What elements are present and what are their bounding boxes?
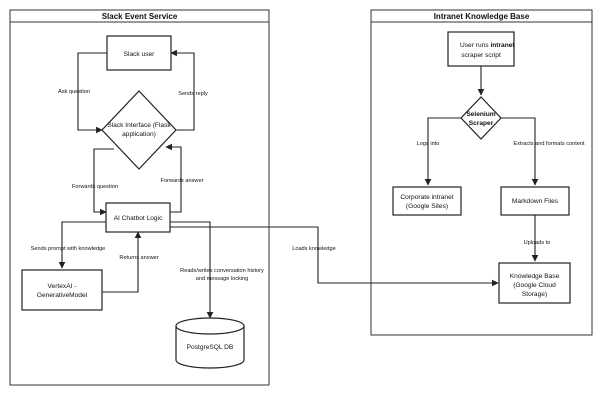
node-ai-chatbot-logic: AI Chatbot Logic (105, 202, 171, 233)
node-postgresql-db: PostgreSQL DB (175, 317, 245, 369)
slack-event-service-panel: Slack Event Service (9, 9, 270, 386)
edge-reads-writes (160, 221, 214, 319)
user-runs-bold-text: intranet (490, 42, 515, 49)
label-reads-writes-line2: and message locking (196, 276, 249, 282)
label-sends-prompt: Sends prompt with knowledge (31, 246, 106, 252)
edge-ask-question (77, 52, 107, 134)
node-selenium-scraper: Selenium Scraper (460, 96, 502, 140)
edge-returns-answer (102, 231, 142, 293)
vertexai-label-line1: VertexAI - (48, 283, 77, 290)
label-forwards-question: Forwards question (72, 184, 118, 190)
user-runs-label-line2: scraper script (461, 52, 501, 59)
edge-sends-reply (170, 49, 195, 131)
edge-forwards-answer (165, 143, 182, 213)
corporate-intranet-label-line2: (Google Sites) (406, 203, 448, 210)
chatbot-logic-label: AI Chatbot Logic (114, 215, 163, 222)
vertexai-label-line2: GenerativeModel (37, 292, 88, 299)
slack-panel-title: Slack Event Service (102, 12, 178, 21)
selenium-label-line2: Scraper (469, 120, 494, 127)
node-slack-user: Slack user (106, 35, 172, 71)
selenium-label-line1: Selenium (466, 111, 495, 118)
markdown-files-label: Markdown Files (512, 198, 559, 205)
slack-user-label: Slack user (124, 51, 156, 58)
label-extracts-formats: Extracts and formats content (513, 141, 585, 147)
label-reads-writes-line1: Reads/writes conversation history (180, 268, 264, 274)
edge-sends-prompt (58, 221, 106, 269)
knowledge-base-label-line3: Storage) (522, 291, 547, 298)
node-slack-interface: Slack Interface (Flask application) (101, 90, 177, 170)
label-returns-answer: Returns answer (119, 255, 158, 261)
node-vertexai: VertexAI - GenerativeModel (21, 269, 103, 311)
corporate-intranet-label-line1: Corporate intranet (400, 194, 453, 201)
intranet-panel-title: Intranet Knowledge Base (434, 12, 530, 21)
user-runs-label-line1: User runs intranet (460, 42, 515, 49)
node-user-runs-scraper: User runs intranet scraper script (447, 31, 515, 67)
label-uploads-to: Uploads to (524, 240, 551, 246)
node-corporate-intranet: Corporate intranet (Google Sites) (392, 186, 462, 216)
knowledge-base-label-line1: Knowledge Base (510, 273, 560, 280)
node-markdown-files: Markdown Files (500, 186, 570, 216)
node-knowledge-base: Knowledge Base (Google Cloud Storage) (498, 262, 571, 304)
label-forwards-answer: Forwards answer (161, 178, 204, 184)
label-logs-into: Logs into (417, 141, 440, 147)
edge-loads-knowledge (170, 226, 499, 287)
slack-interface-label-line1: Slack Interface (Flask (107, 122, 171, 129)
knowledge-base-label-line2: (Google Cloud (513, 282, 556, 289)
user-runs-text: User runs (460, 42, 489, 49)
slack-interface-label-line2: application) (122, 131, 156, 138)
edge-logs-into (424, 117, 461, 186)
label-sends-reply: Sends reply (178, 91, 208, 97)
label-loads-knowledge: Loads knowledge (292, 246, 336, 252)
postgres-label: PostgreSQL DB (187, 344, 234, 351)
edge-extracts-formats (501, 117, 539, 186)
label-ask-question: Ask question (58, 89, 90, 95)
edge-forwards-question (93, 148, 114, 216)
